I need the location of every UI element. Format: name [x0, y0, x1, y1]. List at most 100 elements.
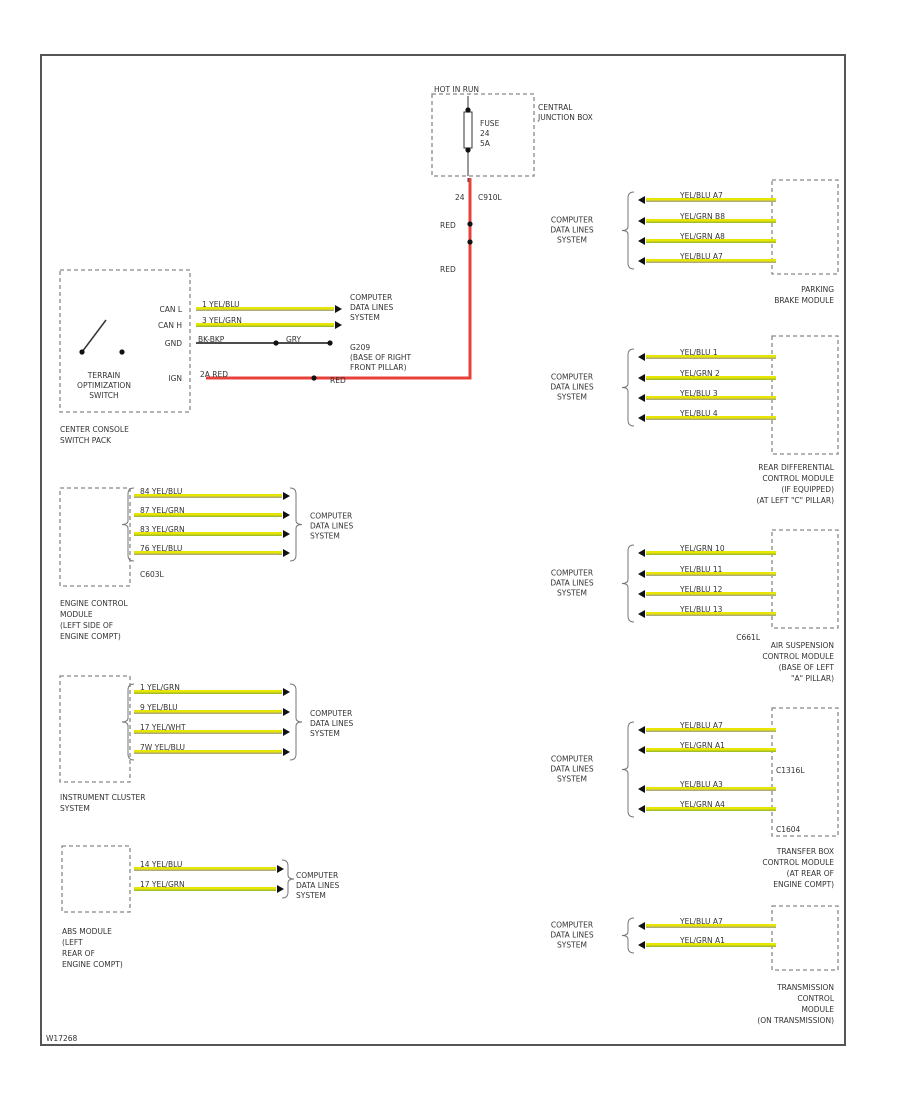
abs-name: REAR OF: [62, 949, 95, 958]
parking-brake-wire-label: YEL/GRN A8: [679, 232, 725, 241]
switch-data-lines-label: SYSTEM: [350, 313, 380, 322]
abs-arrow: [277, 885, 284, 893]
parking-brake-brace: [621, 191, 635, 270]
switch-contact: [119, 349, 125, 355]
ground-location-label: (BASE OF RIGHT: [350, 353, 412, 362]
cluster-data-lines: COMPUTER: [310, 709, 352, 718]
abs-brace: [281, 859, 295, 899]
transfer-box-name: CONTROL MODULE: [762, 858, 834, 867]
red-feed-wire: [206, 178, 472, 380]
transfer-box-arrow: [638, 805, 645, 813]
air-suspension-name: (BASE OF LEFT: [779, 663, 835, 672]
parking-brake-name: BRAKE MODULE: [774, 296, 834, 305]
transmission-name: TRANSMISSION: [776, 983, 834, 992]
cluster-data-lines: DATA LINES: [310, 719, 353, 728]
air-suspension-arrow: [638, 570, 645, 578]
fuse-label: 24: [480, 129, 490, 138]
parking-brake-wire-label: YEL/BLU A7: [679, 191, 723, 200]
fuse-label: FUSE: [480, 119, 500, 128]
transmission-arrow: [638, 922, 645, 930]
rear-diff-data-lines: COMPUTER: [551, 373, 593, 382]
air-suspension-arrow: [638, 610, 645, 618]
transfer-box-arrow: [638, 726, 645, 734]
switch-wire-label: 3 YEL/GRN: [202, 316, 242, 325]
transfer-box-data-lines: SYSTEM: [557, 775, 587, 784]
rear-diff-data-lines: SYSTEM: [557, 393, 587, 402]
junction-box-name: CENTRAL: [538, 103, 573, 112]
transmission-name: MODULE: [801, 1005, 834, 1014]
ign-wire-label: 2A RED: [200, 370, 228, 379]
abs-wire-label: 17 YEL/GRN: [140, 880, 185, 889]
transmission-wire-label: YEL/BLU A7: [679, 917, 723, 926]
cluster-brace-right: [289, 683, 303, 761]
ground-end: [327, 340, 333, 346]
fuse-node-top: [465, 107, 471, 113]
switch-name: TERRAIN: [87, 371, 120, 380]
transmission-name: (ON TRANSMISSION): [757, 1016, 834, 1025]
rear-diff-wire-label: YEL/GRN 2: [679, 369, 720, 378]
ecm-arrow: [283, 492, 290, 500]
central-junction-box: [431, 93, 535, 177]
cluster-brace-left: [121, 683, 135, 761]
cluster-arrow: [283, 688, 290, 696]
ecm-wire-label: 84 YEL/BLU: [140, 487, 182, 496]
ground-wire-label-2: GRY: [286, 335, 302, 344]
parking-brake-data-lines: DATA LINES: [550, 226, 593, 235]
air-suspension-brace: [621, 544, 635, 623]
transfer-box-arrow: [638, 746, 645, 754]
ecm-wire-label: 87 YEL/GRN: [140, 506, 185, 515]
transfer-box-arrow: [638, 785, 645, 793]
ecm-connector: C603L: [140, 570, 165, 579]
red-splice-1: [467, 221, 473, 227]
switch-blade: [81, 319, 107, 353]
fuse-label: 5A: [480, 139, 491, 148]
air-suspension-connector: C661L: [736, 633, 761, 642]
abs-module-box: [61, 845, 131, 913]
switch-data-arrow: [335, 321, 342, 329]
rear-diff-wire-label: YEL/BLU 1: [679, 348, 718, 357]
switch-data-lines-label: COMPUTER: [350, 293, 392, 302]
switch-data-lines-label: DATA LINES: [350, 303, 393, 312]
rear-diff-wire-label: YEL/BLU 4: [679, 409, 718, 418]
ground-splice: [273, 340, 279, 346]
ecm-arrow: [283, 530, 290, 538]
transfer-box-brace: [621, 721, 635, 818]
abs-data-lines: DATA LINES: [296, 881, 339, 890]
cluster-arrow: [283, 748, 290, 756]
air-suspension-wire-label: YEL/GRN 10: [679, 544, 725, 553]
transfer-connector-1: C1316L: [776, 766, 805, 775]
air-suspension-name: "A" PILLAR): [791, 674, 834, 683]
center-console-name: SWITCH PACK: [60, 436, 112, 445]
cluster-name: SYSTEM: [60, 804, 90, 813]
ecm-module-box: [59, 487, 131, 587]
junction-box-name: JUNCTION BOX: [537, 113, 593, 122]
transfer-box-name: TRANSFER BOX: [776, 847, 834, 856]
parking-brake-module-box: [771, 179, 839, 275]
hot-in-run-label: HOT IN RUN: [434, 85, 479, 94]
parking-brake-data-lines: SYSTEM: [557, 236, 587, 245]
fuse-node-bottom: [465, 147, 471, 153]
diagram-id-label: W17268: [46, 1034, 78, 1043]
cluster-wire-label: 1 YEL/GRN: [140, 683, 180, 692]
ecm-wire-label: 83 YEL/GRN: [140, 525, 185, 534]
transfer-box-module-box: [771, 707, 839, 837]
fuse-icon: [463, 111, 473, 149]
parking-brake-data-lines: COMPUTER: [551, 216, 593, 225]
transmission-wire-label: YEL/GRN A1: [679, 936, 725, 945]
switch-name: SWITCH: [89, 391, 118, 400]
parking-brake-arrow: [638, 257, 645, 265]
ground-wire-label: BK-BKP: [198, 335, 225, 344]
abs-name: (LEFT: [62, 938, 83, 947]
transfer-box-wire-label: YEL/BLU A3: [679, 780, 723, 789]
ecm-name: ENGINE CONTROL: [60, 599, 129, 608]
rear-diff-module-box: [771, 335, 839, 455]
transfer-box-name: ENGINE COMPT): [773, 880, 834, 889]
rear-diff-data-lines: DATA LINES: [550, 383, 593, 392]
red-splice-2: [467, 239, 473, 245]
air-suspension-wire-label: YEL/BLU 11: [679, 565, 723, 574]
ecm-data-lines: SYSTEM: [310, 532, 340, 541]
rear-diff-name: CONTROL MODULE: [762, 474, 834, 483]
rear-diff-wire-label: YEL/BLU 3: [679, 389, 718, 398]
air-suspension-data-lines: DATA LINES: [550, 579, 593, 588]
ecm-brace-left: [121, 487, 135, 562]
